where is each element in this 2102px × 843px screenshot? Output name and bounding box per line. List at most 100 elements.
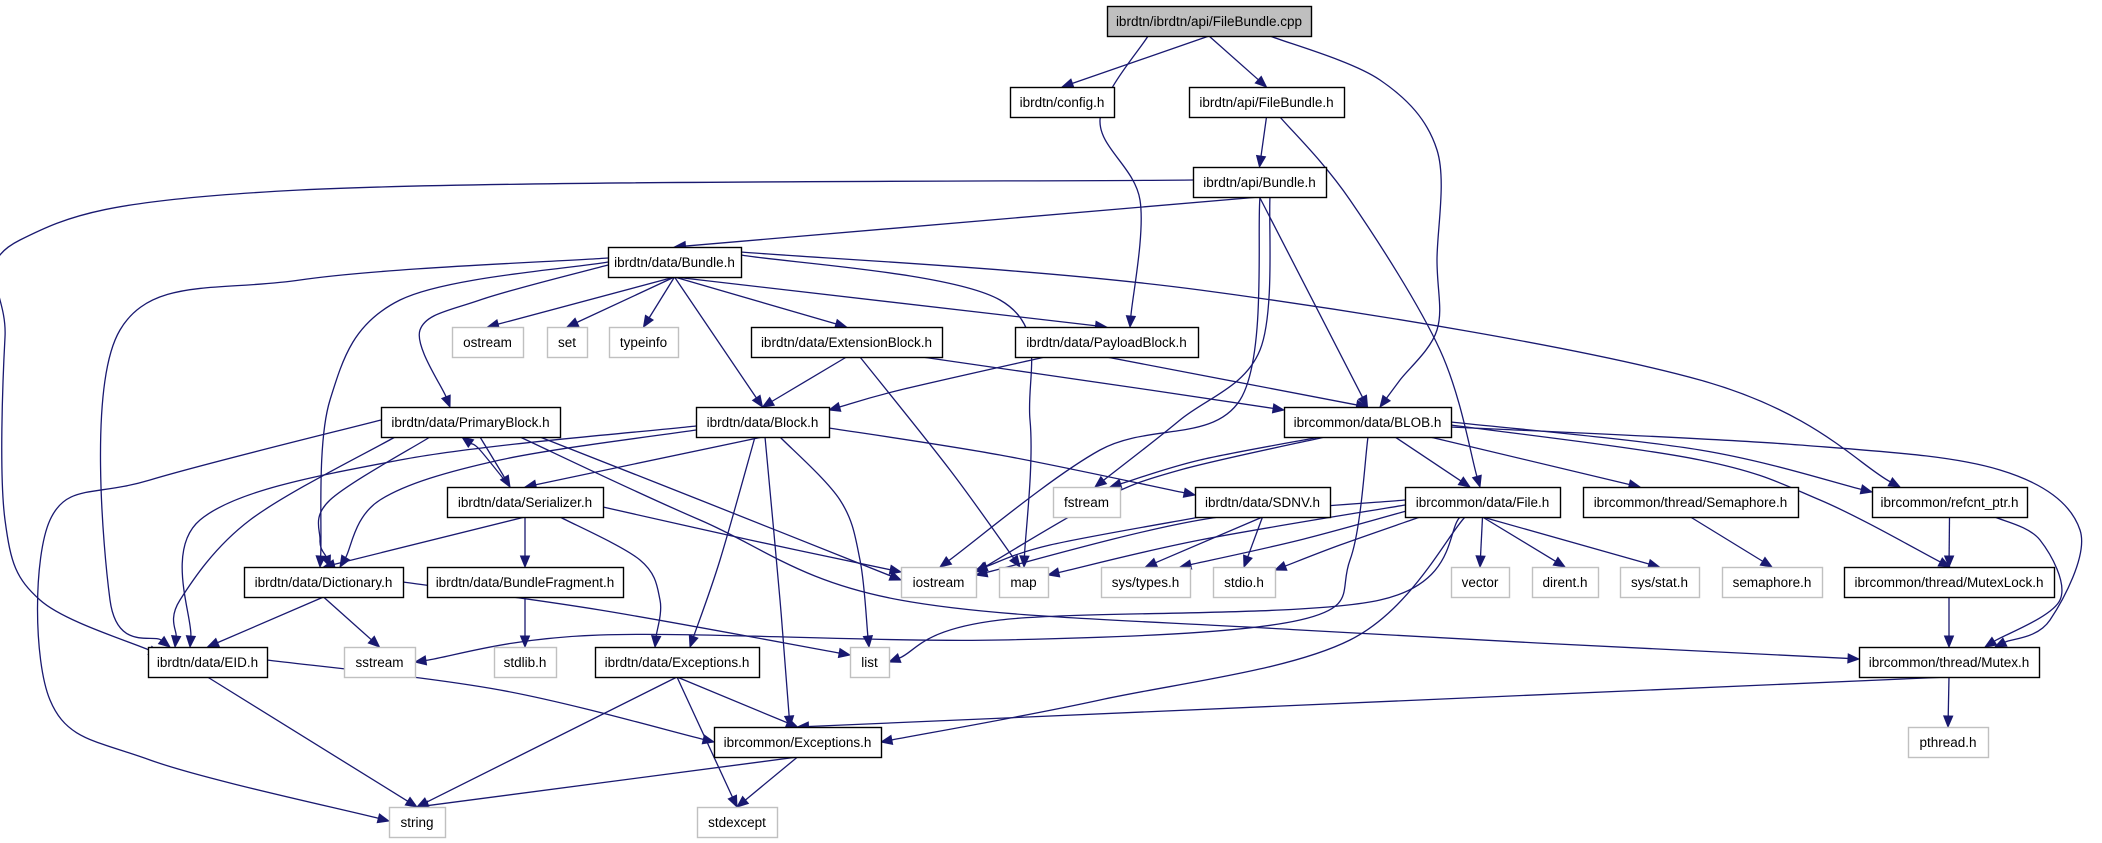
node-refcnt[interactable]: ibrcommon/refcnt_ptr.h (1871, 486, 2029, 519)
node-label: typeinfo (620, 335, 667, 350)
node-label: ibrcommon/thread/Mutex.h (1869, 655, 2030, 670)
node-box (1283, 406, 1453, 439)
node-mutexLock[interactable]: ibrcommon/thread/MutexLock.h (1843, 566, 2056, 599)
edge-file-to-vector (1475, 516, 1486, 569)
node-box (594, 646, 761, 679)
edge-block-to-eid (181, 425, 697, 649)
node-label: ibrcommon/data/File.h (1416, 495, 1550, 510)
node-label: ibrcommon/Exceptions.h (724, 735, 872, 750)
edge-root-to-apiFileBundle (1208, 35, 1268, 88)
edge-serializer-to-dataExceptions (559, 516, 662, 649)
edge-primaryBlock-to-string (36, 419, 391, 824)
arrowhead-icon (727, 794, 738, 809)
node-dataExceptions[interactable]: ibrdtn/data/Exceptions.h (594, 646, 761, 679)
edge-file-to-iostream (974, 499, 1406, 578)
arrowhead-icon (1759, 556, 1774, 568)
edge-dataBundle-to-ostream (486, 276, 675, 330)
node-box (426, 566, 625, 599)
node-eid[interactable]: ibrdtn/data/EID.h (147, 646, 269, 679)
node-sdnv[interactable]: ibrdtn/data/SDNV.h (1194, 486, 1332, 519)
node-dictionary[interactable]: ibrdtn/data/Dictionary.h (243, 566, 405, 599)
node-box (1106, 5, 1313, 38)
node-label: ostream (463, 335, 512, 350)
arrowhead-icon (827, 401, 842, 412)
edge-line (217, 596, 324, 644)
edge-serializer-to-primaryBlock (460, 436, 511, 488)
edge-line (418, 264, 609, 397)
edge-line (470, 442, 511, 488)
edge-file-to-dirent (1482, 516, 1567, 568)
arrowhead-icon (206, 637, 221, 648)
node-box (1014, 326, 1200, 359)
edge-line (519, 436, 1849, 660)
node-label: string (400, 815, 433, 830)
node-box (607, 246, 743, 279)
edge-line (1247, 516, 1264, 557)
edge-line (1072, 35, 1210, 85)
node-serializer[interactable]: ibrdtn/data/Serializer.h (446, 486, 605, 519)
edge-dataBundle-to-eid (99, 257, 609, 648)
node-label: ibrdtn/data/EID.h (157, 655, 258, 670)
edge-refcnt-to-mutexLock (1943, 516, 1955, 569)
node-stdio: stdio.h (1212, 566, 1277, 599)
arrowhead-icon (1937, 557, 1952, 568)
node-box (1531, 566, 1600, 599)
arrowhead-icon (1254, 75, 1268, 88)
edge-line (1482, 516, 1650, 565)
edge-line (808, 676, 1950, 728)
node-box (1009, 86, 1116, 119)
node-apiFileBundle[interactable]: ibrdtn/api/FileBundle.h (1188, 86, 1346, 119)
node-primaryBlock[interactable]: ibrdtn/data/PrimaryBlock.h (380, 406, 562, 439)
node-commonExceptions[interactable]: ibrcommon/Exceptions.h (713, 726, 883, 759)
node-extBlock[interactable]: ibrdtn/data/ExtensionBlock.h (750, 326, 944, 359)
edge-line (1450, 421, 1862, 491)
node-bundleFragment[interactable]: ibrdtn/data/BundleFragment.h (426, 566, 625, 599)
edge-line (559, 516, 662, 637)
edge-blob-to-file (1394, 436, 1472, 488)
arrowhead-icon (1943, 635, 1955, 649)
node-dataBundle[interactable]: ibrdtn/data/Bundle.h (607, 246, 743, 279)
node-box (696, 806, 779, 839)
node-mutex[interactable]: ibrcommon/thread/Mutex.h (1858, 646, 2041, 679)
arrowhead-icon (1993, 637, 2008, 648)
edge-line (779, 436, 869, 637)
edge-line (1450, 426, 2083, 643)
node-apiBundle[interactable]: ibrdtn/api/Bundle.h (1192, 166, 1328, 199)
edge-line (1258, 196, 1364, 398)
node-box (546, 326, 589, 359)
edge-line (1947, 676, 1950, 717)
node-label: vector (1462, 575, 1499, 590)
arrowhead-icon (642, 314, 655, 329)
edge-line (317, 436, 431, 557)
node-stdexcept: stdexcept (696, 806, 779, 839)
arrowhead-icon (1255, 154, 1267, 169)
edge-root-to-blob (1269, 35, 1442, 409)
node-blob[interactable]: ibrcommon/data/BLOB.h (1283, 406, 1453, 439)
edge-line (535, 436, 763, 486)
edge-block-to-commonExceptions (764, 436, 795, 729)
edge-line (674, 276, 837, 325)
node-box (1100, 566, 1192, 599)
node-block[interactable]: ibrdtn/data/Block.h (695, 406, 831, 439)
edge-line (36, 419, 382, 819)
node-box (998, 566, 1050, 599)
edge-dataBundle-to-refcnt (740, 251, 1902, 488)
node-root[interactable]: ibrdtn/ibrdtn/api/FileBundle.cpp (1106, 5, 1313, 38)
edge-file-to-sysstat (1482, 516, 1661, 569)
node-semaphoreH[interactable]: ibrcommon/thread/Semaphore.h (1582, 486, 1800, 519)
arrowhead-icon (735, 795, 750, 808)
arrowhead-icon (761, 396, 776, 408)
node-box (1052, 486, 1122, 519)
edge-sdnv-to-iostream (974, 516, 1201, 572)
edge-refcnt-to-mutex (1983, 516, 2063, 648)
node-file[interactable]: ibrcommon/data/File.h (1404, 486, 1562, 519)
edge-line (986, 499, 1406, 574)
node-sstream: sstream (343, 646, 417, 679)
edge-line (674, 276, 1096, 327)
node-config[interactable]: ibrdtn/config.h (1009, 86, 1116, 119)
node-list: list (849, 646, 891, 679)
arrowhead-icon (1942, 715, 1954, 729)
arrowhead-icon (1475, 555, 1486, 569)
node-payloadBlock[interactable]: ibrdtn/data/PayloadBlock.h (1014, 326, 1200, 359)
edge-mutexLock-to-mutex (1943, 597, 1955, 649)
